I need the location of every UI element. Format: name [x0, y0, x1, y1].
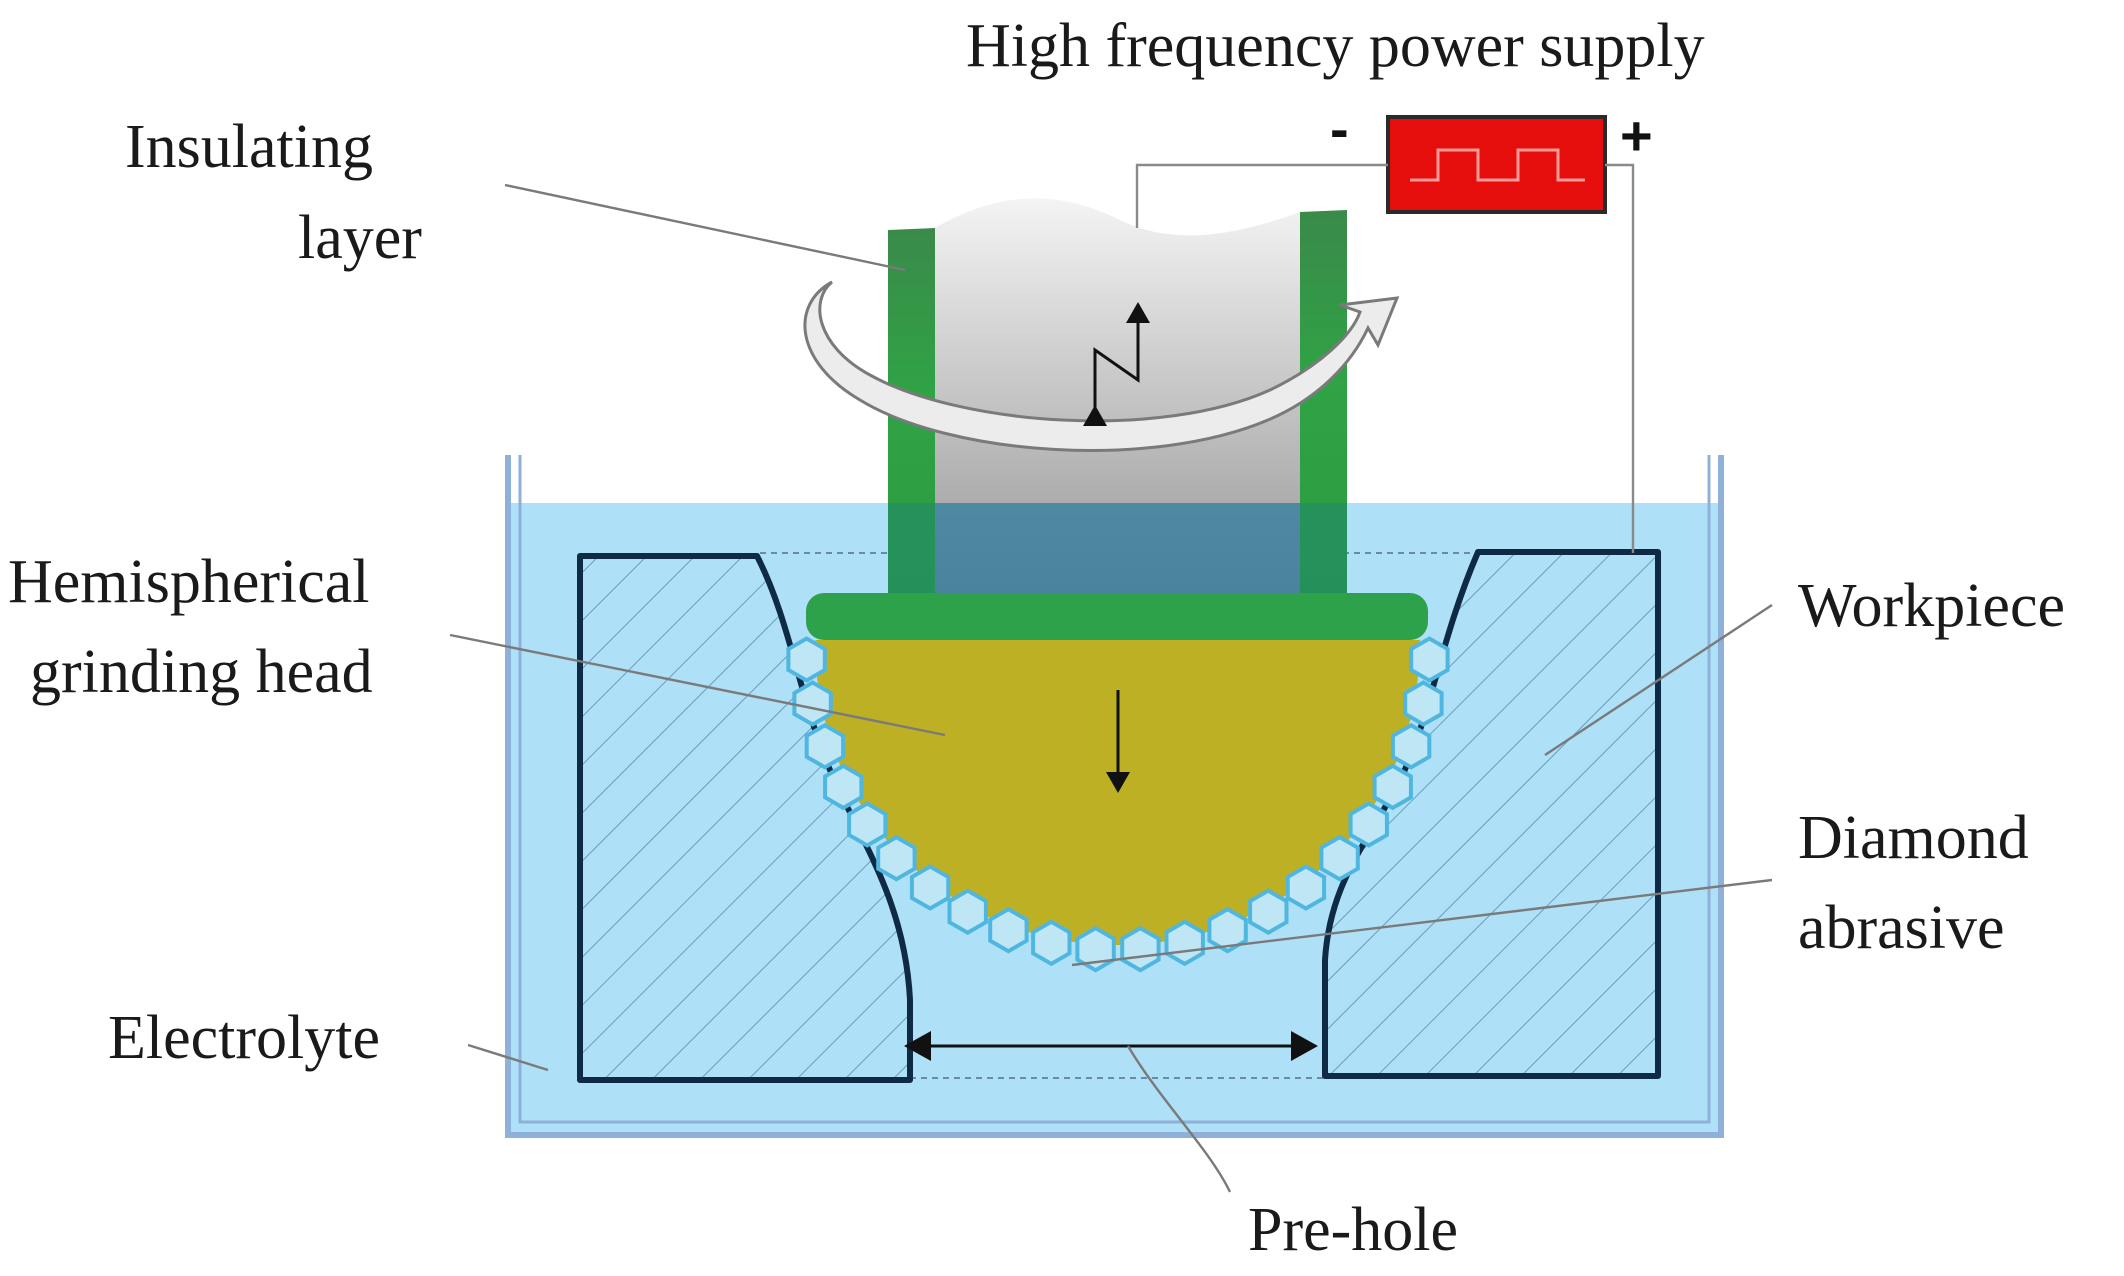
diamond-particle — [1120, 925, 1161, 973]
diamond-particle — [792, 680, 833, 727]
diamond-particle — [1390, 722, 1432, 770]
diamond-particle — [1248, 888, 1289, 936]
negative-terminal: - — [1330, 97, 1349, 160]
diamond-label-line2: abrasive — [1798, 894, 2005, 962]
diamond-particle — [804, 722, 846, 770]
diamond-particle — [988, 906, 1029, 954]
electrolyte-leader — [467, 1043, 549, 1072]
diamond-particle — [1319, 834, 1360, 882]
tank-inner-wall — [518, 455, 1711, 1124]
diamond-particle — [1164, 919, 1205, 967]
workpiece-leader — [1544, 603, 1773, 757]
diamond-particle — [1031, 919, 1072, 967]
diamond-abrasive-particles — [786, 636, 1450, 973]
prehole-label: Pre-hole — [1248, 1196, 1458, 1264]
rotation-arrow — [803, 280, 1400, 452]
hemispherical-label-line2: grinding head — [30, 638, 373, 706]
prehole-leader — [1126, 1045, 1232, 1193]
electrolyte-label: Electrolyte — [108, 1004, 380, 1072]
workpiece-label: Workpiece — [1798, 572, 2065, 640]
diamond-particle — [1403, 680, 1444, 727]
diamond-particle — [1207, 906, 1248, 954]
diamond-leader — [1071, 878, 1773, 967]
diamond-particle — [1409, 636, 1450, 683]
insulating-leader — [504, 183, 906, 272]
tool-electrode — [888, 198, 1347, 640]
positive-terminal: + — [1620, 104, 1653, 167]
hemi-leader — [449, 633, 946, 737]
power-supply-label: High frequency power supply — [966, 12, 1705, 80]
wire-negative — [1135, 163, 1388, 228]
diamond-particle — [1372, 763, 1413, 811]
diamond-particle — [847, 801, 888, 848]
wire-positive — [1605, 163, 1635, 553]
diamond-label-line1: Diamond — [1798, 804, 2029, 872]
diamond-particle — [876, 834, 917, 882]
diamond-particle — [786, 636, 827, 683]
diamond-particle — [947, 888, 988, 936]
insulating-flange — [806, 593, 1428, 640]
square-wave-icon — [1410, 148, 1585, 182]
diamond-particle — [1348, 801, 1389, 848]
diamond-particle — [1075, 925, 1116, 973]
tank-wall — [505, 455, 1724, 1138]
insulating-label-line1: Insulating — [125, 113, 373, 181]
diamond-particle — [823, 763, 864, 811]
workpiece-left — [577, 553, 913, 1083]
diamond-particle — [909, 864, 951, 911]
hemispherical-label-line1: Hemispherical — [8, 548, 370, 616]
insulating-label-line2: layer — [298, 204, 422, 272]
discharge-zigzag-icon — [1083, 302, 1150, 426]
power-supply-box — [1386, 115, 1607, 214]
diamond-particle — [1285, 864, 1327, 911]
